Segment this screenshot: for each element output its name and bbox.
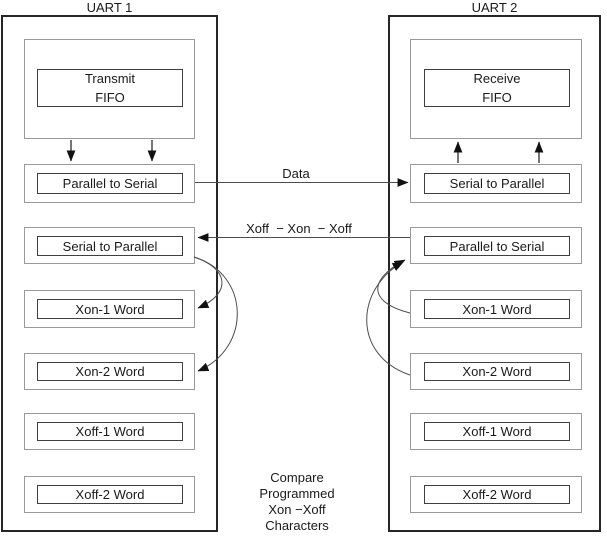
transmit-fifo-box: Transmit FIFO — [37, 69, 183, 107]
uart2-xon2-word-box: Xon-2 Word — [424, 362, 570, 381]
receive-fifo-box: Receive FIFO — [424, 69, 570, 107]
receive-fifo-line1: Receive — [473, 71, 521, 86]
receive-fifo-line2: FIFO — [482, 90, 512, 105]
uart2-xon1-word-box: Xon-1 Word — [424, 299, 570, 319]
compare-note-line4: Characters — [265, 518, 329, 533]
compare-note-line3: Xon −Xoff — [268, 502, 326, 517]
uart1-parallel-to-serial-box: Parallel to Serial — [37, 173, 183, 194]
uart2-title: UART 2 — [471, 0, 518, 15]
uart1-xon2-word-box: Xon-2 Word — [37, 362, 183, 381]
uart2-parallel-to-serial-box: Parallel to Serial — [424, 236, 570, 256]
data-line-label: Data — [282, 166, 310, 181]
uart2-xoff1-word-box: Xoff-1 Word — [424, 422, 570, 441]
uart1-serial-to-parallel-box: Serial to Parallel — [37, 236, 183, 256]
uart2-serial-to-parallel-box: Serial to Parallel — [424, 173, 570, 194]
uart1-xoff1-word-box: Xoff-1 Word — [37, 422, 183, 441]
transmit-fifo-line2: FIFO — [95, 90, 125, 105]
compare-note-line2: Programmed — [259, 486, 335, 501]
uart1-xoff2-word-box: Xoff-2 Word — [37, 485, 183, 504]
uart1-xon1-word-box: Xon-1 Word — [37, 299, 183, 319]
compare-note: Compare Programmed Xon −Xoff Characters — [237, 470, 357, 534]
flow-control-line-label: Xoff − Xon − Xoff — [246, 221, 352, 236]
uart1-title: UART 1 — [86, 0, 133, 15]
uart2-xoff2-word-box: Xoff-2 Word — [424, 485, 570, 504]
transmit-fifo-line1: Transmit — [84, 71, 136, 86]
compare-note-line1: Compare — [270, 470, 324, 485]
